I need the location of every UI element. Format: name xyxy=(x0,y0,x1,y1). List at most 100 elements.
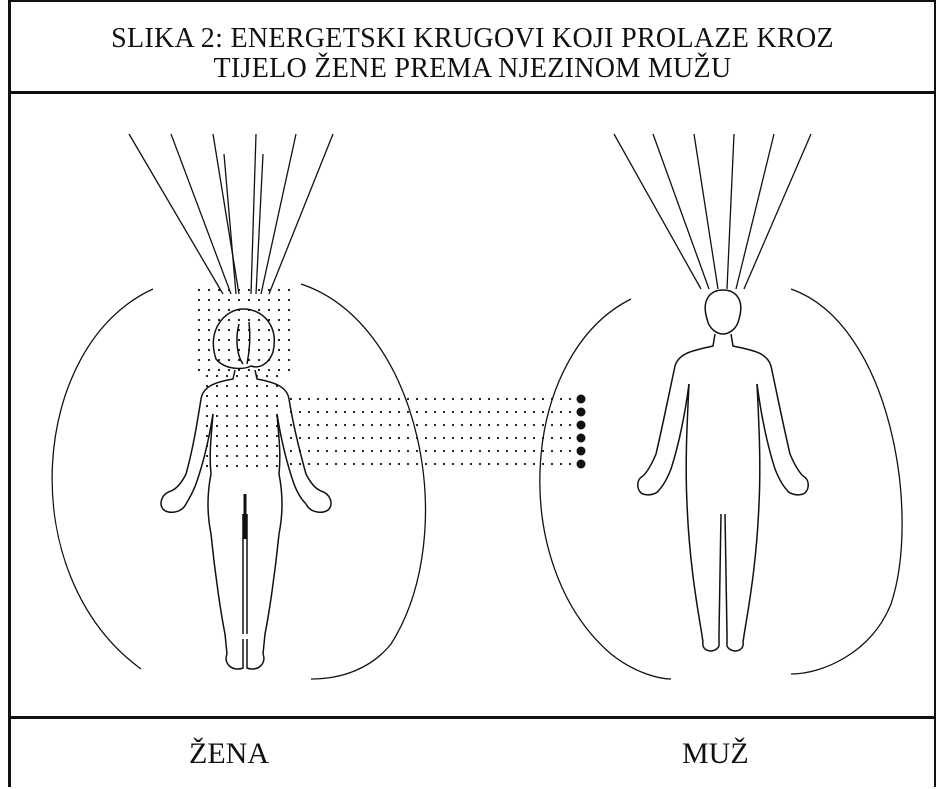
energy-dot xyxy=(208,359,210,361)
connection-dot xyxy=(398,437,400,439)
energy-dot xyxy=(238,309,240,311)
energy-dot xyxy=(256,415,258,417)
connection-dot xyxy=(569,424,571,426)
connection-dot xyxy=(362,424,364,426)
connection-dot xyxy=(506,424,508,426)
energy-dot xyxy=(258,369,260,371)
connection-dot xyxy=(335,424,337,426)
man-figure xyxy=(638,290,809,651)
connection-dot xyxy=(434,463,436,465)
energy-dot xyxy=(266,425,268,427)
energy-dot xyxy=(198,369,200,371)
connection-dot xyxy=(389,398,391,400)
connection-dot xyxy=(299,411,301,413)
energy-dot xyxy=(226,405,228,407)
energy-dot xyxy=(206,415,208,417)
connection-dot xyxy=(389,463,391,465)
connection-dot xyxy=(299,463,301,465)
energy-dot xyxy=(278,369,280,371)
connection-dot xyxy=(389,424,391,426)
connection-dot xyxy=(506,437,508,439)
connection-dot xyxy=(353,424,355,426)
connection-dot xyxy=(488,398,490,400)
energy-dot xyxy=(226,375,228,377)
connection-dot xyxy=(353,437,355,439)
connection-dot xyxy=(533,411,535,413)
energy-dot xyxy=(198,319,200,321)
energy-connection-lines xyxy=(290,398,571,465)
connection-dot xyxy=(470,424,472,426)
connection-dot xyxy=(416,424,418,426)
energy-diagram xyxy=(11,94,939,716)
connection-dot xyxy=(452,437,454,439)
connection-dot xyxy=(317,398,319,400)
connection-dot xyxy=(326,450,328,452)
connection-dot xyxy=(506,463,508,465)
connection-dot xyxy=(344,411,346,413)
connection-dot xyxy=(533,398,535,400)
energy-dot xyxy=(256,395,258,397)
connection-dot xyxy=(452,398,454,400)
connection-dot xyxy=(560,450,562,452)
connection-dot xyxy=(344,424,346,426)
energy-dot xyxy=(198,359,200,361)
connection-dot xyxy=(470,437,472,439)
connection-dot xyxy=(488,463,490,465)
connection-dot xyxy=(308,424,310,426)
energy-dot xyxy=(248,289,250,291)
energy-dot xyxy=(198,329,200,331)
energy-dot xyxy=(246,455,248,457)
connection-dot xyxy=(326,398,328,400)
connection-dot xyxy=(407,411,409,413)
connection-dot xyxy=(362,398,364,400)
energy-dot xyxy=(208,289,210,291)
connection-dot xyxy=(461,424,463,426)
connection-dot xyxy=(551,424,553,426)
energy-dot xyxy=(226,445,228,447)
energy-dot xyxy=(228,299,230,301)
connection-dot xyxy=(380,463,382,465)
energy-dot xyxy=(206,445,208,447)
connection-dot xyxy=(533,450,535,452)
connection-dot xyxy=(497,437,499,439)
energy-dot xyxy=(228,309,230,311)
connection-dot xyxy=(434,450,436,452)
connection-dot xyxy=(461,437,463,439)
connection-dot xyxy=(335,437,337,439)
connection-dot xyxy=(317,437,319,439)
connection-dot xyxy=(416,463,418,465)
connection-dot xyxy=(452,411,454,413)
energy-dot xyxy=(228,319,230,321)
energy-dot xyxy=(258,319,260,321)
energy-dot xyxy=(246,435,248,437)
connection-dot xyxy=(290,437,292,439)
connection-dot xyxy=(542,424,544,426)
connection-dot xyxy=(506,398,508,400)
connection-dot xyxy=(407,463,409,465)
energy-dot xyxy=(268,339,270,341)
energy-dot xyxy=(268,349,270,351)
energy-dot xyxy=(218,319,220,321)
energy-dot xyxy=(236,425,238,427)
connection-dot xyxy=(299,398,301,400)
connection-dot xyxy=(524,437,526,439)
connection-dot xyxy=(542,411,544,413)
connection-dot xyxy=(353,450,355,452)
connection-dot xyxy=(443,398,445,400)
connection-dot xyxy=(488,411,490,413)
connection-dot xyxy=(425,450,427,452)
energy-dot xyxy=(236,445,238,447)
energy-dot xyxy=(268,319,270,321)
connection-dot xyxy=(326,411,328,413)
connection-dot xyxy=(407,398,409,400)
connection-dot xyxy=(470,398,472,400)
connection-dot xyxy=(371,398,373,400)
energy-dot xyxy=(238,349,240,351)
energy-dot xyxy=(206,385,208,387)
energy-dot xyxy=(248,299,250,301)
energy-dot xyxy=(208,339,210,341)
connection-dot xyxy=(569,398,571,400)
energy-dot xyxy=(226,435,228,437)
energy-dot xyxy=(218,309,220,311)
connection-dot xyxy=(425,398,427,400)
